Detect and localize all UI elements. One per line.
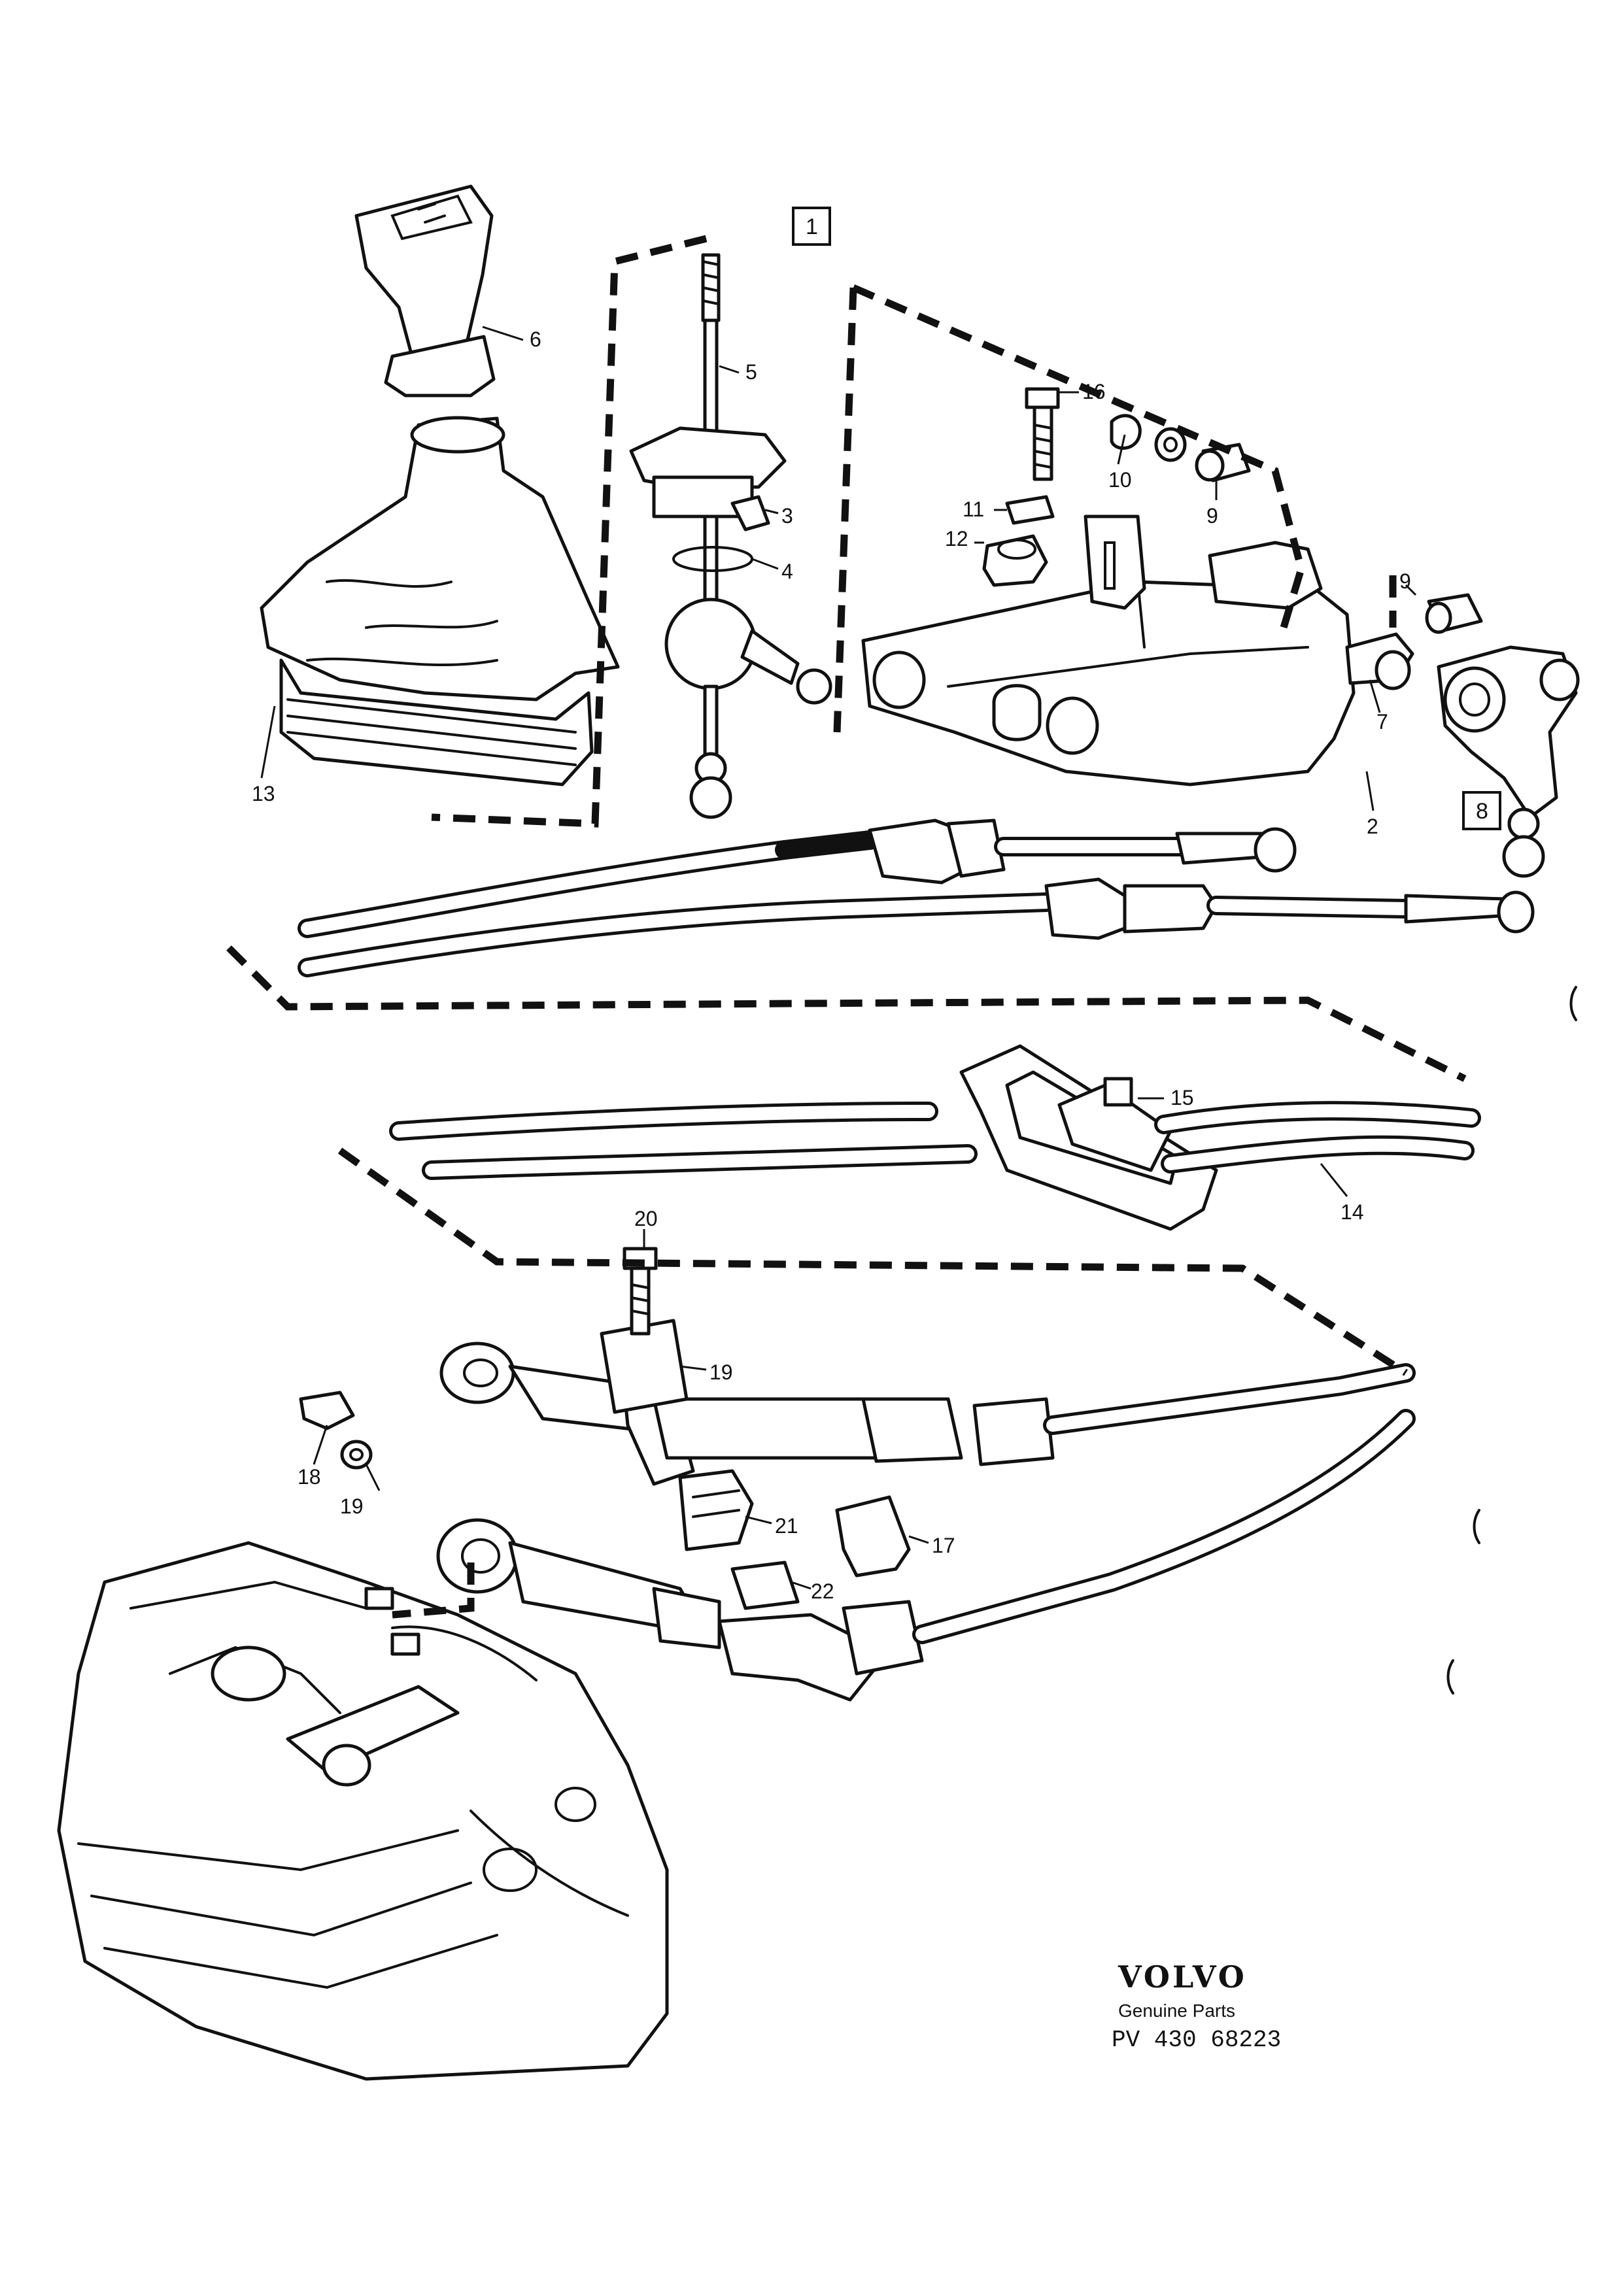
- boxed-callout-1: 1: [806, 214, 818, 239]
- assembly-grouping-lines: [226, 235, 1467, 1619]
- reference-number: PV 430 68223: [1112, 2027, 1281, 2053]
- callout-16: 17: [932, 1534, 955, 1557]
- callout-11: 10: [1108, 468, 1132, 492]
- selector-arm: [1345, 593, 1580, 878]
- callout-3: 3: [781, 504, 793, 528]
- callout-15: 15: [1170, 1086, 1194, 1109]
- callout-numbers: 6 5 3 4 16 10 9 11 12 9 7 2 13 15 14 20 …: [252, 207, 1501, 1603]
- genuine-parts-label: Genuine Parts: [1118, 2001, 1235, 2021]
- callout-4: 4: [781, 560, 793, 583]
- lever-bracket-housing: [861, 387, 1356, 786]
- floor-grommet: [389, 1044, 1481, 1231]
- callout-17: 16: [1082, 380, 1106, 403]
- callout-9-upper: 9: [1206, 504, 1218, 528]
- gearbox-cable-ends: [299, 1247, 1416, 1702]
- gear-lever: [629, 253, 832, 819]
- callout-18: 18: [298, 1465, 321, 1489]
- gear-knob: [354, 184, 496, 397]
- callout-12: 11: [963, 498, 984, 521]
- callout-22: 21: [775, 1514, 798, 1538]
- callout-19: 19: [340, 1494, 364, 1518]
- callout-leader-lines: [260, 326, 1417, 1590]
- callout-13: 13: [252, 782, 275, 805]
- upper-cables: [298, 819, 1535, 977]
- callout-21: 20: [634, 1207, 658, 1230]
- branding-block: VOLVO Genuine Parts PV 430 68223: [1112, 1959, 1281, 2053]
- callout-6: 6: [530, 328, 541, 351]
- callout-5: 5: [745, 360, 757, 384]
- margin-marks: [1446, 986, 1577, 1695]
- callout-20: 19: [709, 1360, 733, 1384]
- callout-23: 22: [811, 1579, 834, 1603]
- callout-9-lower: 9: [1399, 569, 1411, 593]
- gearbox-casing: [57, 1541, 669, 2081]
- callout-2: 2: [1367, 815, 1378, 838]
- callout-10: 12: [945, 527, 968, 550]
- callout-7: 7: [1376, 710, 1388, 734]
- volvo-logo: VOLVO: [1118, 1959, 1247, 1995]
- callout-14: 14: [1341, 1200, 1364, 1224]
- boxed-callout-8: 8: [1476, 799, 1488, 824]
- gear-boot: [260, 416, 620, 786]
